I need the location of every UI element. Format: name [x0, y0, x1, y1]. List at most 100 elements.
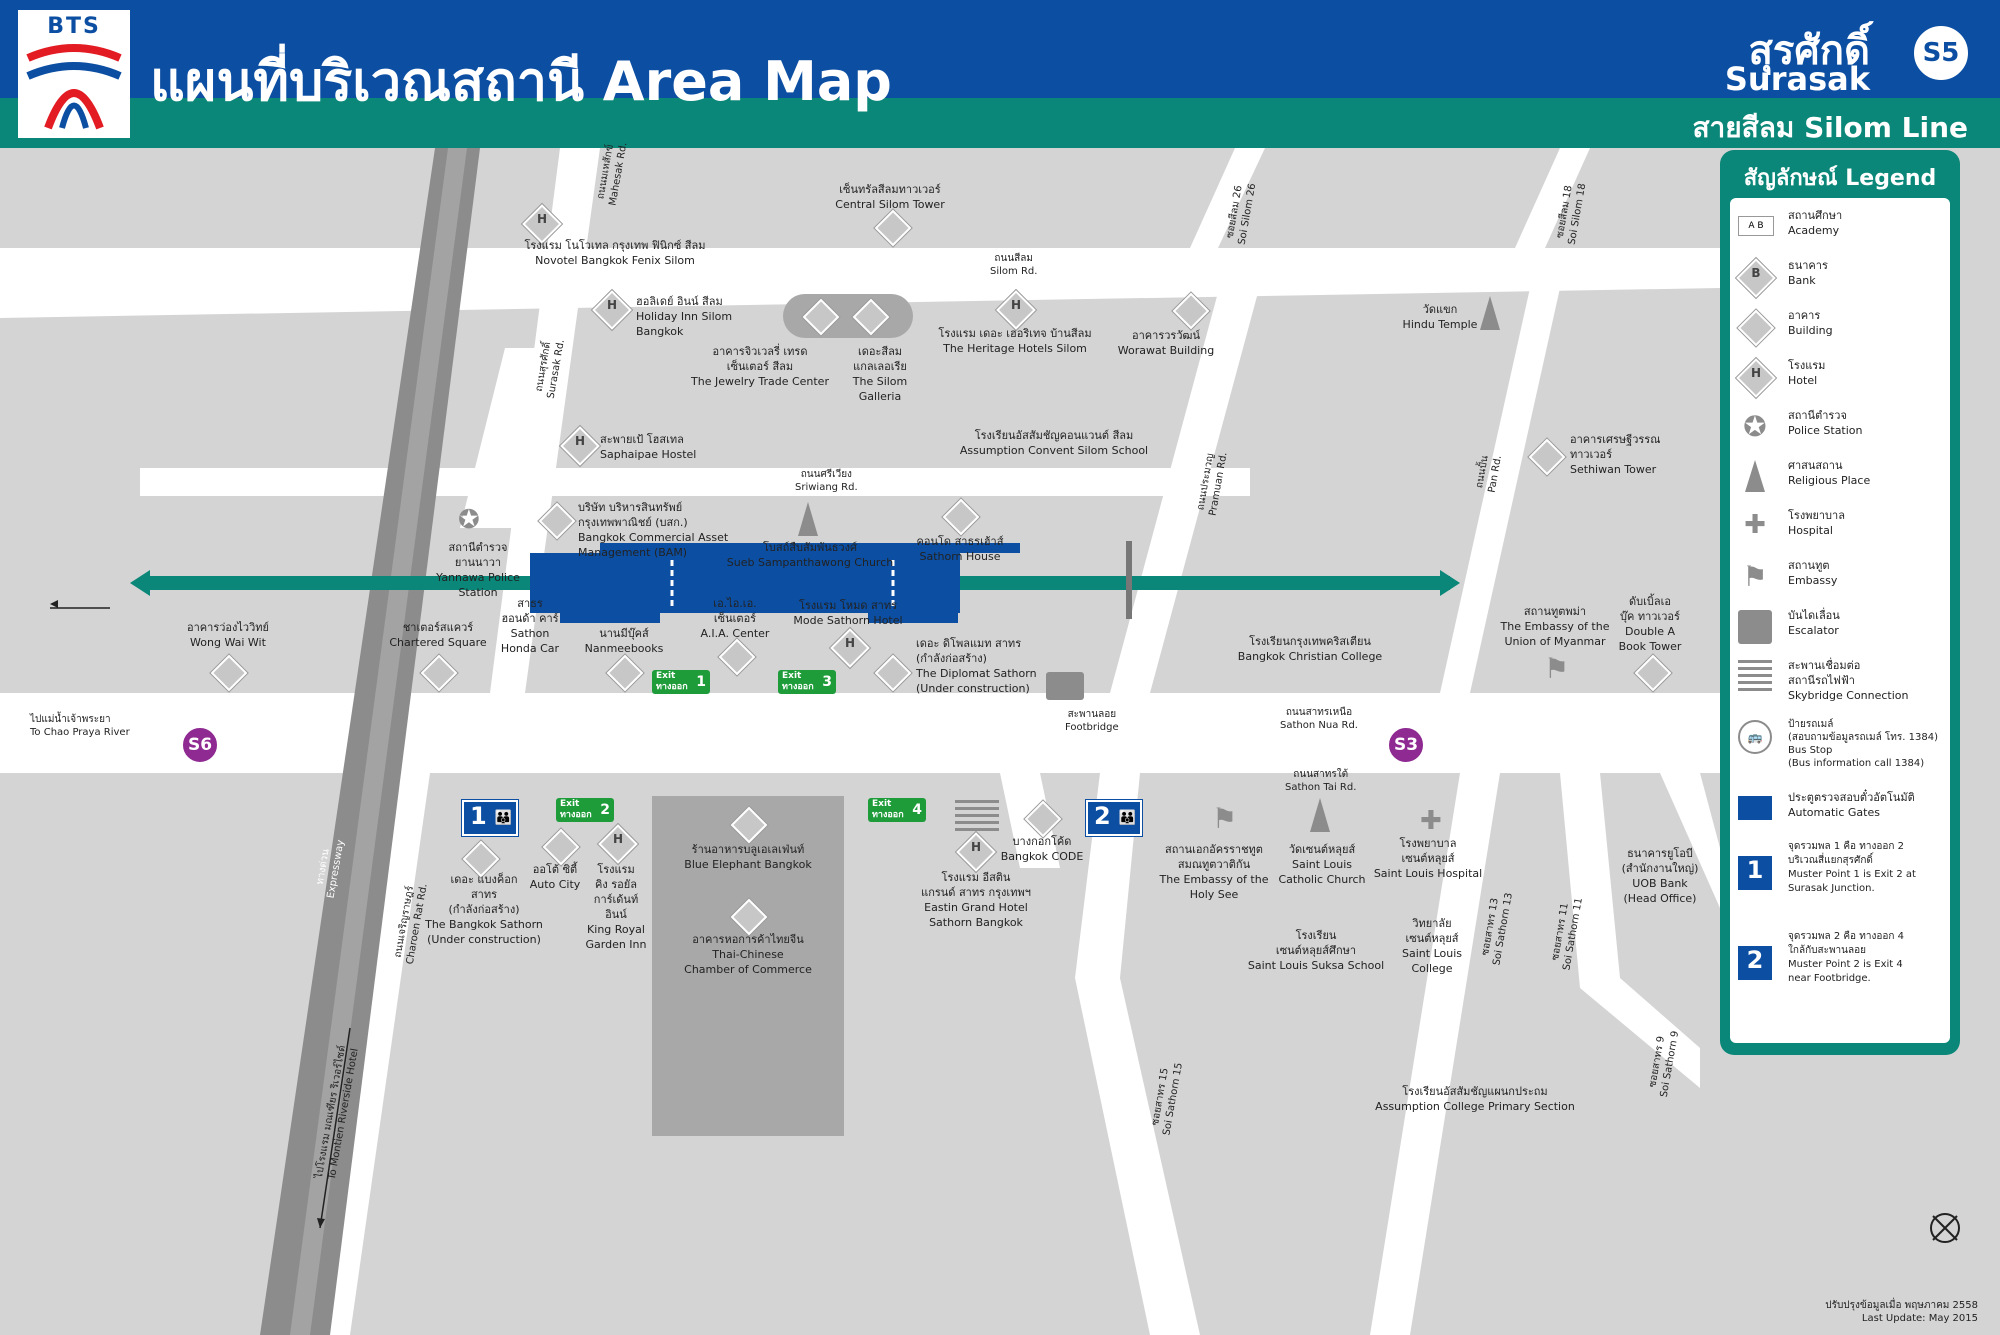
label-hindu-temple: วัดแขก Hindu Temple: [1402, 303, 1478, 331]
map-canvas: [0, 148, 1960, 1335]
building-icon: [1737, 309, 1775, 347]
expressway-lane: [290, 148, 467, 1335]
soi-silom-26: [1190, 148, 1265, 248]
surasak-road: [460, 348, 560, 528]
label-sethiwan: อาคารเศรษฐีวรรณ ทาวเวอร์ Sethiwan Tower: [1570, 433, 1661, 476]
label-assumption-convent: โรงเรียนอัสสัมชัญคอนแวนต์ สีลม Assumptio…: [959, 429, 1149, 457]
header-stripe: [0, 98, 2000, 148]
bank-icon: B: [1736, 258, 1776, 298]
label-silom-galleria: เดอะสีลม แกลเลอเรีย The Silom Galleria: [852, 345, 908, 403]
religious-icon: [1310, 798, 1330, 832]
label-blue-elephant: ร้านอาหารบลูเอเลเฟ่นท์ Blue Elephant Ban…: [684, 843, 812, 871]
road-label-sathon-tai: ถนนสาทรใต้ Sathon Tai Rd.: [1285, 769, 1357, 793]
label-sathorn-house: คอนโด สาธรเฮ้าส์ Sathorn House: [916, 535, 1004, 563]
label-heritage: โรงแรม เดอะ เฮอริเทจ บ้านสีลม The Herita…: [938, 327, 1092, 355]
label-bangkok-christian: โรงเรียนกรุงเทพคริสเตียน Bangkok Christi…: [1237, 635, 1383, 663]
label-uob: ธนาคารยูโอบี (สำนักงานใหญ่) UOB Bank (He…: [1621, 847, 1699, 905]
line-name: สายสีลม Silom Line: [1692, 111, 1968, 144]
scr-mark: SCR: [647, 763, 673, 776]
label-myanmar-embassy: สถานทูตพม่า The Embassy of the Union of …: [1500, 605, 1610, 648]
compass-icon: [1930, 1213, 1960, 1243]
people-icon: 👪: [1118, 810, 1136, 826]
chao-praya-arrow-head: [50, 600, 58, 608]
bus-stop-icon: 🚌: [1738, 720, 1772, 754]
muster-point-1: 1👪: [462, 800, 518, 836]
label-worawat: อาคารวรวัฒน์ Worawat Building: [1117, 329, 1215, 357]
montien-arrow-head: [317, 1218, 325, 1228]
sriwiang-road: [140, 468, 1250, 496]
academy-icon: A B: [1738, 216, 1774, 236]
logo-text: BTS: [47, 14, 101, 39]
line-arrow-left: [130, 570, 150, 596]
soi-sathon-11: [1560, 773, 1700, 1088]
station-code-badge: S5: [1910, 22, 1972, 84]
label-saphaipae: สะพายเป้ โฮสเทล Saphaipae Hostel: [600, 433, 697, 461]
embassy-icon: ⚑: [1212, 802, 1238, 835]
soi-sathon-13: [1370, 773, 1500, 1335]
label-chamber: อาคารหอการค้าไทยจีน Thai-Chinese Chamber…: [684, 933, 812, 976]
road-label-silom: ถนนสีลม Silom Rd.: [990, 253, 1038, 277]
soi-silom-18: [1515, 148, 1590, 248]
bts-logo: BTS: [18, 10, 130, 138]
label-eastin: โรงแรม อีสติน แกรนด์ สาทร กรุงเทพฯ Easti…: [921, 871, 1031, 929]
label-central-silom-tower: เซ็นทรัลสีลมทาวเวอร์ Central Silom Tower: [835, 183, 945, 211]
people-icon: 👪: [494, 810, 512, 826]
label-mode-sathorn: โรงแรม โหมด สาทร Mode Sathorn Hotel: [793, 599, 903, 627]
muster-point-2: 2👪: [1086, 800, 1142, 836]
label-bangkok-sathorn: เดอะ แบงค็อก สาทร (กำลังก่อสร้าง) The Ba…: [425, 873, 543, 946]
embassy-icon: ⚑: [1742, 560, 1768, 593]
label-st-louis-hospital: โรงพยาบาล เซนต์หลุยส์ Saint Louis Hospit…: [1373, 837, 1483, 880]
road-label-sriwiang: ถนนศรีเวียง Sriwiang Rd.: [795, 469, 858, 493]
soi-sathon-9: [1660, 773, 1720, 908]
label-diplomat: เดอะ ดิโพลแมท สาทร (กำลังก่อสร้าง) The D…: [916, 637, 1037, 695]
road-label-sathon-nua: ถนนสาทรเหนือ Sathon Nua Rd.: [1280, 707, 1358, 731]
label-auto-city: ออโต้ ซิตี้ Auto City: [529, 863, 581, 891]
station-name-thai: สุรศักดิ์: [1748, 28, 1870, 74]
station-skybridge-bottom-right: [868, 613, 958, 623]
montien-arrow: [319, 1027, 351, 1229]
label-yannawa-police: สถานีตำรวจ ยานนาวา Yannawa Police Statio…: [436, 541, 520, 599]
muster-2-icon: 2: [1738, 946, 1772, 980]
label-nanmeebooks: นานมีบุ๊คส์ Nanmeebooks: [584, 627, 664, 655]
chamber-block: [652, 796, 844, 1136]
label-king-royal: โรงแรม คิง รอยัล การ์เด้นท์ อินน์ King R…: [585, 863, 647, 951]
skybridge-icon: [955, 800, 999, 832]
religious-icon: [798, 502, 818, 536]
label-sueb-church: โบสถ์สืบสัมพันธวงศ์ Sueb Sampanthawong C…: [726, 541, 894, 569]
station-skybridge-top: [600, 543, 1020, 553]
label-bangkok-code: บางกอกโค้ด Bangkok CODE: [1000, 835, 1084, 863]
skybridge-icon: [1738, 660, 1772, 694]
label-novotel: โรงแรม โนโวเทล กรุงเทพ ฟินิกซ์ สีลม Novo…: [524, 239, 706, 267]
escalator-icon: [1046, 672, 1084, 700]
hospital-icon: ✚: [1420, 806, 1442, 836]
station-s6-badge: S6: [180, 725, 220, 765]
station-s3-badge: S3: [1386, 725, 1426, 765]
to-mark: TO: [884, 711, 902, 724]
pan-road: [1440, 288, 1560, 693]
label-st-louis-suksa: โรงเรียน เซนต์หลุยส์ศึกษา Saint Louis Su…: [1247, 929, 1385, 972]
label-bam: บริษัท บริหารสินทรัพย์ กรุงเทพพาณิชย์ (บ…: [578, 501, 729, 559]
last-update: ปรับปรุงข้อมูลเมื่อ พฤษภาคม 2558 Last Up…: [1825, 1300, 1978, 1324]
hospital-icon: ✚: [1744, 510, 1766, 540]
hotel-icon: H: [1736, 358, 1776, 398]
religious-icon: [1738, 460, 1772, 494]
bts-logo-icon: [26, 44, 122, 130]
road-label-footbridge: สะพานลอย Footbridge: [1065, 709, 1119, 733]
